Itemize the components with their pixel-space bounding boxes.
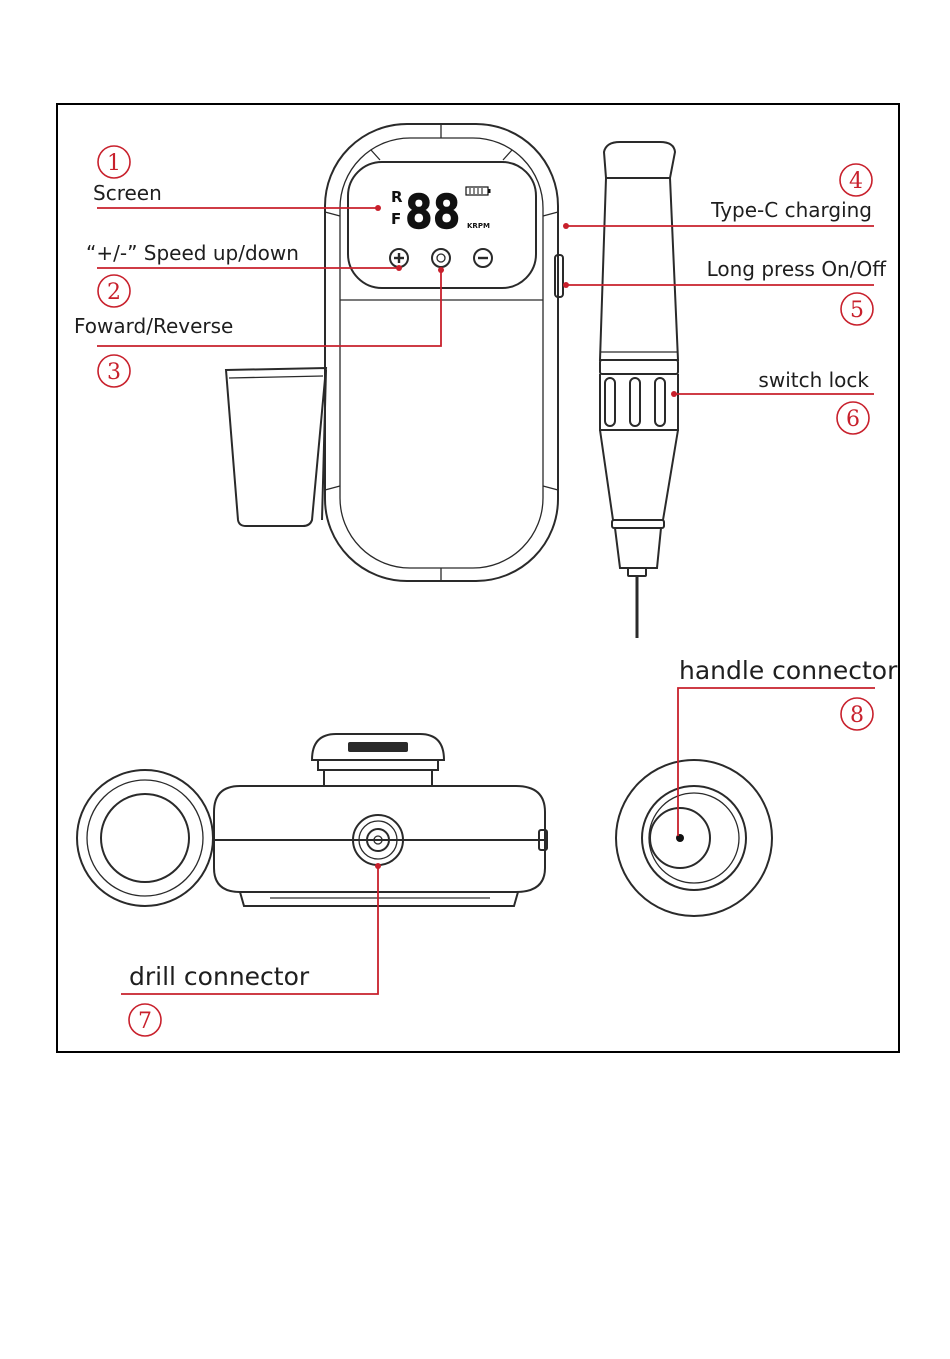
svg-text:switch lock: switch lock	[758, 368, 869, 392]
svg-text:Screen: Screen	[93, 181, 162, 205]
svg-text:4: 4	[849, 169, 863, 194]
control-unit-bottom	[77, 734, 547, 906]
switch-lock-ring	[605, 378, 615, 426]
minus-button-icon	[474, 249, 492, 267]
svg-text:7: 7	[138, 1009, 152, 1034]
lcd-forward-letter: F	[391, 210, 401, 228]
svg-text:drill connector: drill connector	[129, 962, 310, 991]
svg-text:Foward/Reverse: Foward/Reverse	[74, 314, 233, 338]
cup-holder	[226, 368, 326, 526]
handle-connector	[616, 760, 772, 916]
direction-button-icon	[432, 249, 450, 267]
svg-text:Long press On/Off: Long press On/Off	[707, 257, 888, 281]
cup-top-view	[77, 770, 213, 906]
callout-screen: 1 Screen	[93, 146, 381, 211]
svg-text:2: 2	[107, 280, 121, 305]
svg-text:“+/-” Speed up/down: “+/-” Speed up/down	[86, 241, 299, 265]
callout-type-c-charging: 4 Type-C charging	[563, 164, 874, 229]
control-unit-front: R F 88 KRPM	[226, 124, 563, 581]
callout-drill-connector: drill connector 7	[121, 863, 381, 1036]
lcd-reverse-letter: R	[391, 188, 403, 206]
lcd-unit: KRPM	[467, 222, 490, 230]
battery-icon	[466, 187, 491, 195]
svg-text:8: 8	[850, 703, 864, 728]
lcd-digits: 88	[405, 185, 460, 239]
plus-button-icon	[390, 249, 408, 267]
svg-text:3: 3	[107, 360, 121, 385]
lcd-display: R F 88 KRPM	[391, 185, 491, 239]
svg-text:6: 6	[846, 407, 860, 432]
svg-text:handle connector: handle connector	[679, 656, 898, 685]
callout-power: Long press On/Off 5	[563, 257, 887, 325]
callout-switch-lock: switch lock 6	[671, 368, 874, 434]
svg-text:1: 1	[107, 151, 121, 176]
callout-handle-connector: handle connector 8	[678, 656, 898, 836]
svg-text:5: 5	[850, 298, 864, 323]
handpiece	[600, 142, 678, 638]
svg-text:Type-C charging: Type-C charging	[710, 198, 872, 222]
